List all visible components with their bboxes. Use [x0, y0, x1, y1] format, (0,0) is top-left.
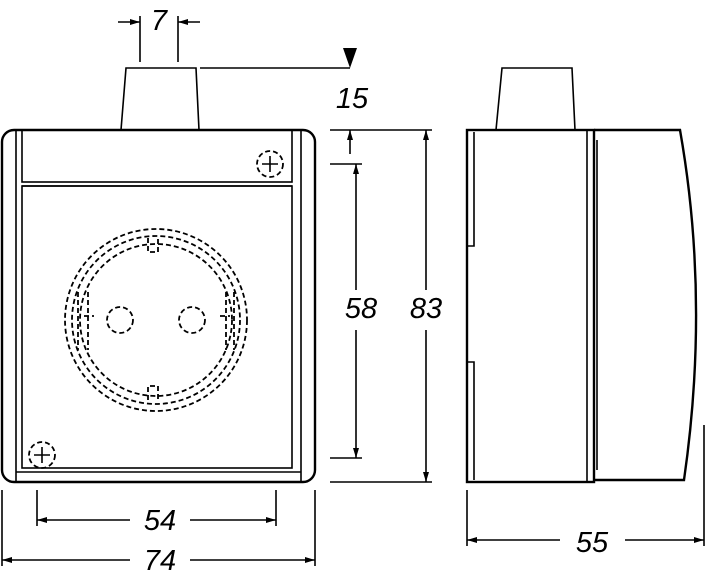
pin-hole-right — [178, 306, 206, 334]
dim-label-inner-width: 54 — [144, 505, 176, 537]
dim-label-cover-height: 15 — [336, 83, 369, 115]
front-view — [0, 67, 317, 484]
dim-label-total-height: 83 — [410, 293, 442, 325]
side-body — [465, 128, 596, 484]
dim-label-depth: 55 — [576, 527, 609, 559]
side-lid — [594, 128, 698, 482]
front-housing-outer — [0, 128, 317, 484]
side-view — [465, 67, 698, 484]
front-lid-strip — [21, 129, 293, 183]
dim-label-inner-height: 58 — [345, 293, 377, 325]
screw-icon — [28, 441, 56, 469]
side-plug — [495, 67, 576, 131]
pin-hole-left — [106, 306, 134, 334]
front-plug — [120, 67, 200, 131]
dimension-lines — [1, 16, 705, 566]
socket-outline — [64, 228, 248, 412]
dim-label-plug-width: 7 — [151, 5, 169, 37]
front-lid-cover — [21, 185, 293, 469]
dim-label-total-width: 74 — [144, 545, 176, 577]
front-housing-frame — [15, 129, 302, 483]
screw-icon — [256, 150, 284, 178]
